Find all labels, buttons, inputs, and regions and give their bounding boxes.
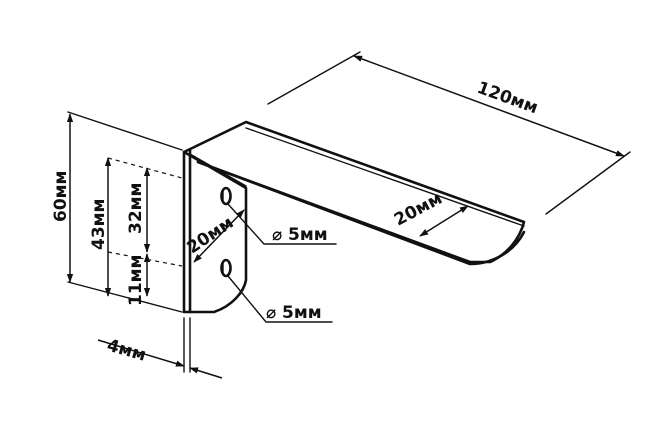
label-hole-diameter-bottom: 5мм	[282, 303, 322, 323]
vertical-plate	[182, 150, 248, 314]
fold-line	[189, 153, 247, 187]
label-width-vertical: 20мм	[184, 213, 238, 258]
label-43: 43мм	[89, 199, 109, 250]
label-thickness: 4мм	[105, 336, 149, 366]
leader-top-hole	[227, 203, 337, 245]
dim-thickness-line-right	[189, 367, 223, 379]
ext-height-bottom	[67, 281, 183, 313]
arm-back-edge	[245, 127, 525, 227]
dimension-lines	[66, 55, 625, 379]
top-hole	[220, 186, 232, 206]
diameter-symbol-bottom: ⌀	[266, 303, 276, 323]
ext-length-left	[267, 51, 361, 105]
diameter-symbol-top: ⌀	[272, 225, 282, 245]
dim-width-vertical-line	[193, 209, 245, 263]
label-hole-diameter-top: 5мм	[288, 225, 328, 245]
dimension-labels: 120мм 60мм 43мм 32мм 11мм 20мм 20мм 4мм …	[51, 78, 541, 366]
ext-43-top	[107, 157, 183, 179]
horizontal-arm-top	[182, 120, 526, 264]
label-height: 60мм	[51, 171, 71, 222]
bracket-body	[182, 120, 526, 314]
dim-length-line	[353, 55, 625, 157]
ext-height-top	[67, 111, 183, 151]
label-width-horizontal: 20мм	[391, 189, 446, 231]
label-11: 11мм	[126, 255, 146, 306]
leader-bottom-hole	[227, 275, 333, 323]
extension-lines	[67, 51, 631, 373]
dim-width-horizontal-line	[419, 205, 469, 237]
label-32: 32мм	[126, 183, 146, 234]
ext-length-right	[545, 151, 631, 215]
dim-thickness-line-left	[97, 339, 185, 367]
horizontal-arm-front	[196, 160, 526, 266]
